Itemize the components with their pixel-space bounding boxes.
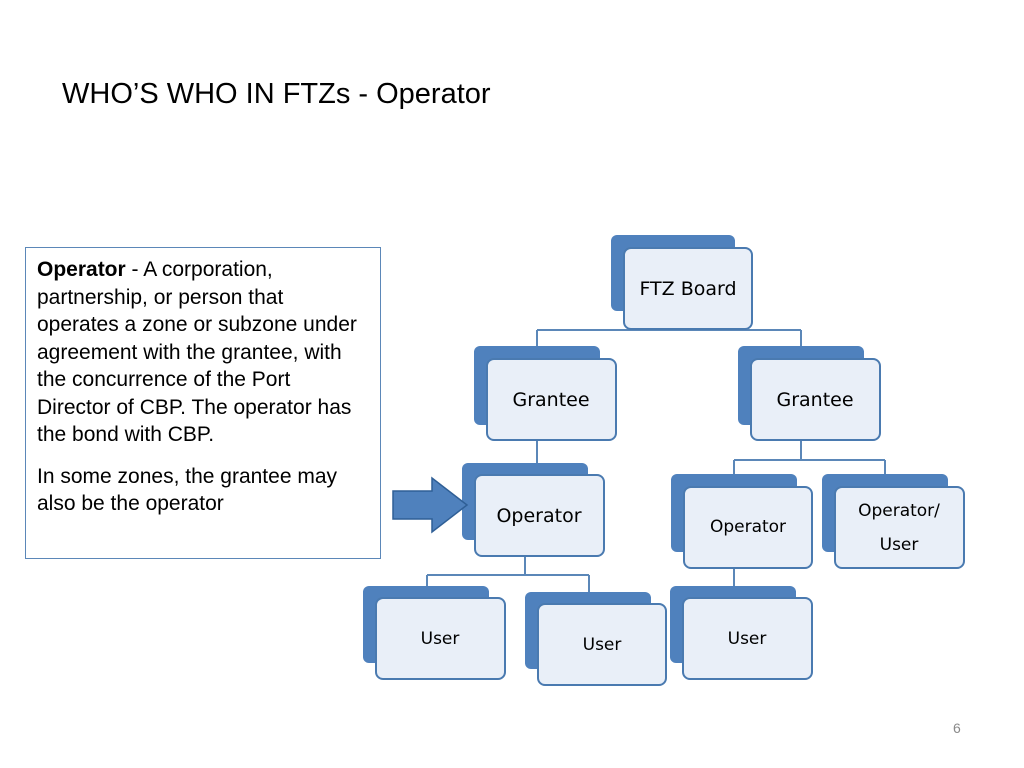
definition-term: Operator <box>37 258 126 281</box>
slide-title: WHO’S WHO IN FTZs - Operator <box>62 78 491 110</box>
definition-box: Operator - A corporation, partnership, o… <box>25 247 381 559</box>
node-label-user-2: User <box>583 635 622 655</box>
definition-body: - A corporation, partnership, or person … <box>37 258 357 446</box>
node-label-operator-user-line1: Operator/ <box>858 501 940 521</box>
node-user-1: User <box>363 586 506 680</box>
node-label-operator-left: Operator <box>496 505 581 527</box>
node-card <box>834 486 965 569</box>
node-operator-mid: Operator <box>671 474 813 569</box>
node-ftz-board: FTZ Board <box>611 235 753 330</box>
node-label-grantee-right: Grantee <box>776 389 853 411</box>
pointer-arrow-icon <box>392 476 469 534</box>
page-number: 6 <box>953 720 961 736</box>
node-grantee-left: Grantee <box>474 346 617 441</box>
definition-note: In some zones, the grantee may also be t… <box>37 464 337 516</box>
node-label-user-1: User <box>421 629 460 649</box>
node-user-2: User <box>525 592 667 686</box>
node-grantee-right: Grantee <box>738 346 881 441</box>
node-user-3: User <box>670 586 813 680</box>
node-card <box>683 486 813 569</box>
node-operator-left: Operator <box>462 463 605 557</box>
node-label-ftz-board: FTZ Board <box>639 278 736 300</box>
node-label-operator-user-line2: User <box>880 535 919 555</box>
node-card <box>682 597 813 680</box>
node-card <box>623 247 753 330</box>
node-card <box>486 358 617 441</box>
node-card <box>750 358 881 441</box>
node-card <box>375 597 506 680</box>
node-label-grantee-left: Grantee <box>512 389 589 411</box>
definition-paragraph: Operator - A corporation, partnership, o… <box>37 256 369 449</box>
node-label-operator-mid: Operator <box>710 517 786 537</box>
node-label-user-3: User <box>728 629 767 649</box>
node-operator-user: Operator/ User <box>822 474 965 569</box>
node-card <box>537 603 667 686</box>
node-card <box>474 474 605 557</box>
